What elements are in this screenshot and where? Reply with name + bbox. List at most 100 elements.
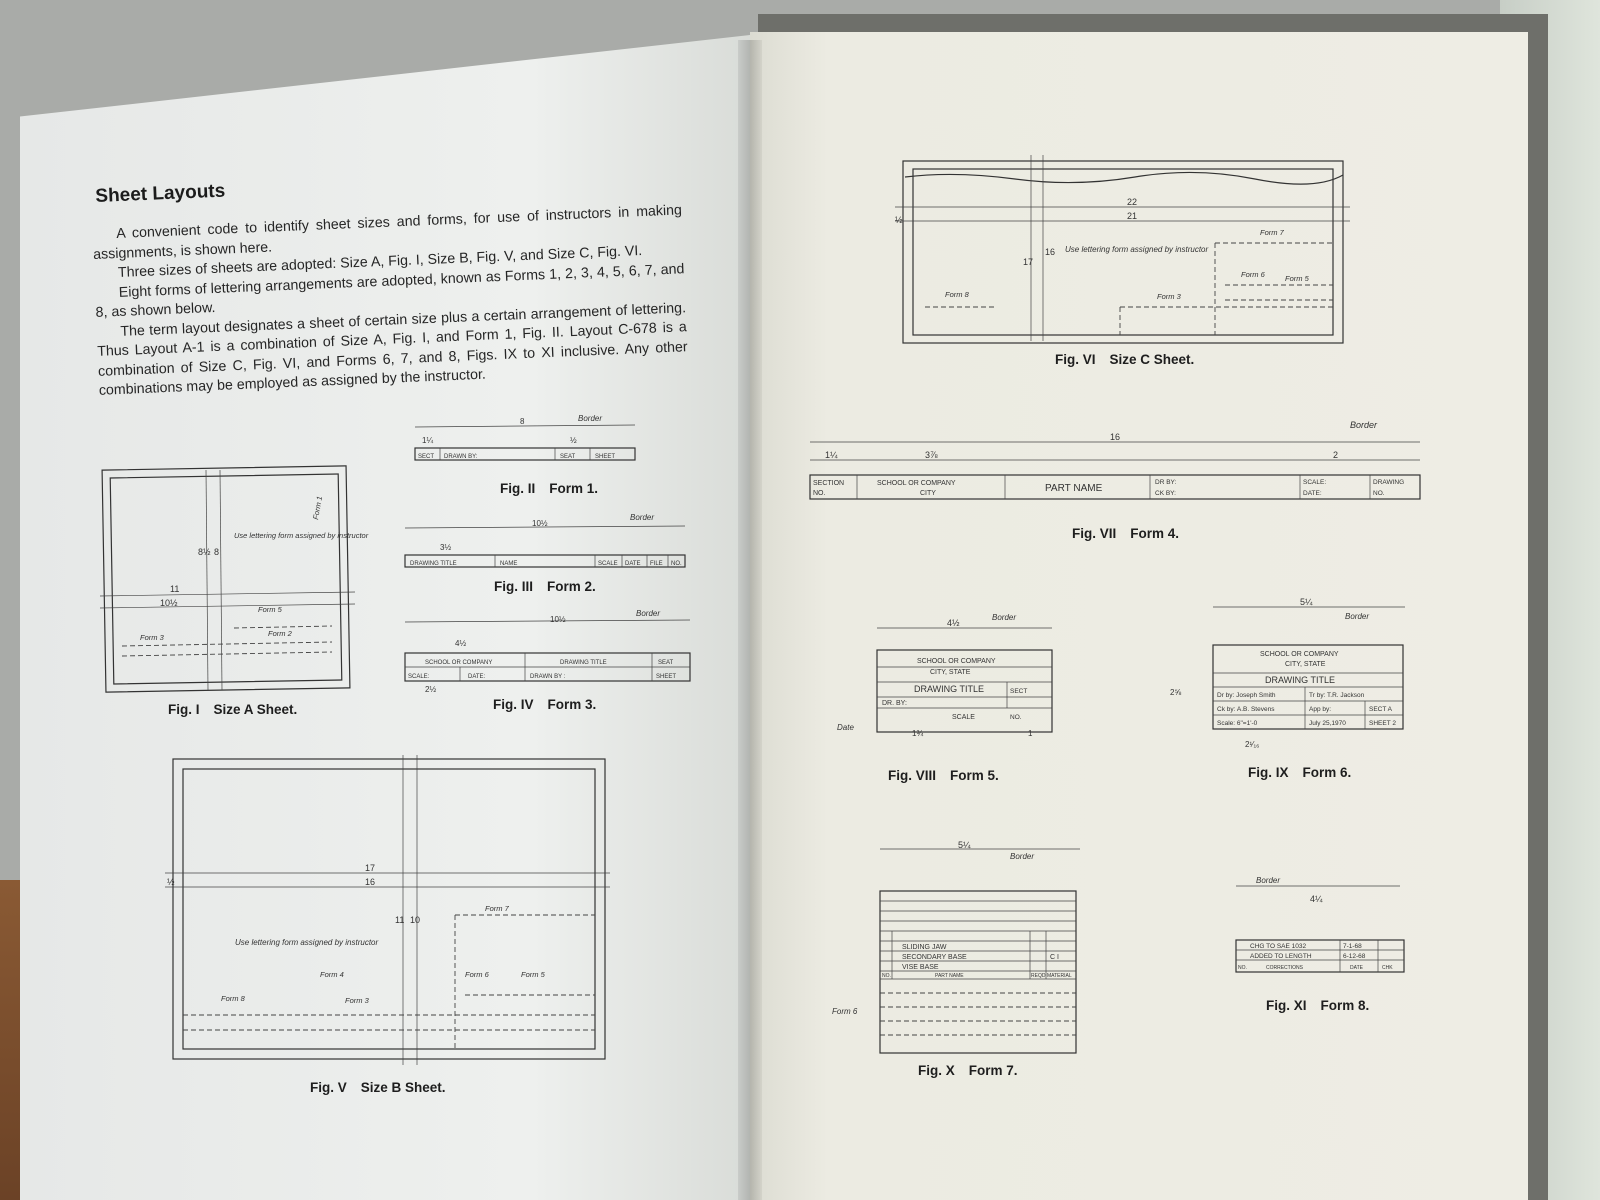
- fig4-scale: SCALE:: [408, 674, 430, 680]
- fig3-border: Border: [630, 513, 654, 522]
- fig7-drawing-no: NO.: [1373, 490, 1385, 497]
- fig4-school: SCHOOL OR COMPANY: [425, 660, 492, 666]
- fig9-dim-2-5-8: 2⅝: [1170, 688, 1181, 697]
- intro-text: A convenient code to identify sheet size…: [92, 201, 689, 401]
- fig10-material: MATERIAL: [1047, 973, 1072, 979]
- fig2-seat: SEAT: [560, 454, 576, 460]
- fig1-form2: Form 2: [268, 629, 293, 638]
- fig6-dim-16: 16: [1045, 247, 1055, 257]
- fig4-title: Form 3.: [547, 697, 597, 712]
- fig9-drawing-title: DRAWING TITLE: [1265, 675, 1335, 685]
- fig9-number: Fig. IX: [1248, 765, 1289, 780]
- fig10-row2: SECONDARY BASE: [902, 954, 967, 961]
- fig7-scale: SCALE:: [1303, 479, 1326, 486]
- fig10-part-name: PART NAME: [935, 973, 964, 979]
- fig9-date: July 25,1970: [1309, 720, 1346, 727]
- fig10-no: NO.: [882, 973, 891, 979]
- fig4-drawing: Border 10½ 4½ 2½ SCHOOL OR COMPANY DRAWI…: [404, 609, 691, 694]
- fig8-date-label: Date: [837, 723, 854, 732]
- fig6-form6: Form 6: [1241, 270, 1266, 279]
- book-gutter: [738, 40, 762, 1200]
- fig9-border: Border: [1345, 612, 1369, 621]
- fig7-dim-1-4: 1¼: [825, 450, 838, 460]
- fig9-drawing: Border 5¼ 2⅝ SCHOOL OR COMPANY CITY, STA…: [1170, 597, 1405, 749]
- fig8-city: CITY, STATE: [930, 669, 971, 676]
- fig1-form3: Form 3: [140, 633, 165, 642]
- fig11-title: Form 8.: [1320, 998, 1370, 1013]
- fig5-note: Use lettering form assigned by instructo…: [235, 938, 379, 947]
- fig4-caption: Fig. IV Form 3.: [493, 697, 596, 712]
- fig10-reqd: REQD: [1031, 973, 1046, 979]
- fig1-dim-8-5: 8½: [198, 547, 211, 557]
- fig2-number: Fig. II: [500, 481, 536, 496]
- fig10-title: Form 7.: [968, 1063, 1018, 1078]
- fig5-drawing: 17 16 11 10 ½ Use lettering form assigne…: [165, 755, 610, 1065]
- fig10-dim-5-1-4: 5¼: [958, 840, 971, 850]
- fig11-row1-date: 6-12-68: [1343, 953, 1366, 960]
- fig4-number: Fig. IV: [493, 697, 534, 712]
- fig10-ci: C I: [1050, 954, 1059, 961]
- fig5-dim-17: 17: [365, 863, 375, 873]
- fig5-title: Size B Sheet.: [360, 1080, 446, 1095]
- fig1-dim-11: 11: [170, 584, 179, 594]
- fig7-no: NO.: [813, 490, 826, 497]
- fig7-school: SCHOOL OR COMPANY: [877, 480, 956, 487]
- fig4-dim-4-5: 4½: [455, 639, 466, 648]
- fig2-dim-1-4: 1¼: [422, 436, 433, 445]
- fig8-school: SCHOOL OR COMPANY: [917, 658, 996, 665]
- fig2-drawn-by: DRAWN BY:: [444, 454, 478, 460]
- fig5-dim-10: 10: [410, 915, 420, 925]
- fig11-date: DATE: [1350, 965, 1364, 971]
- fig11-dim-4-1-4: 4¼: [1310, 894, 1323, 904]
- fig10-row3: SLIDING JAW: [902, 944, 947, 951]
- fig5-form6: Form 6: [465, 970, 490, 979]
- fig11-row2: CHG TO SAE 1032: [1250, 943, 1307, 950]
- fig2-border: Border: [578, 414, 602, 423]
- fig8-border: Border: [992, 613, 1016, 622]
- fig9-dim-2-1-16: 2¹⁄₁₆: [1245, 740, 1259, 749]
- fig8-sect: SECT: [1010, 688, 1027, 695]
- fig1-title: Size A Sheet.: [213, 702, 298, 717]
- fig8-scale: SCALE: [952, 714, 975, 721]
- fig1-form5: Form 5: [258, 605, 283, 614]
- fig4-drawing-title: DRAWING TITLE: [560, 660, 607, 666]
- fig11-row1: ADDED TO LENGTH: [1250, 953, 1312, 960]
- fig11-corrections: CORRECTIONS: [1266, 965, 1304, 971]
- fig11-chk: CHK: [1382, 965, 1393, 971]
- fig9-city: CITY, STATE: [1285, 661, 1326, 668]
- fig1-number: Fig. I: [168, 702, 200, 717]
- fig9-school: SCHOOL OR COMPANY: [1260, 651, 1339, 658]
- fig5-form8: Form 8: [221, 994, 246, 1003]
- fig6-dim-21: 21: [1127, 211, 1137, 221]
- fig7-title: Form 4.: [1130, 526, 1180, 541]
- fig6-dim-17: 17: [1023, 257, 1033, 267]
- fig4-date: DATE:: [468, 674, 486, 680]
- fig5-dim-16: 16: [365, 877, 375, 887]
- fig4-seat: SEAT: [658, 660, 674, 666]
- fig8-drawing-title: DRAWING TITLE: [914, 684, 984, 694]
- fig1-dim-10-5: 10½: [160, 598, 178, 608]
- fig4-drawn-by: DRAWN BY :: [530, 674, 566, 680]
- left-page: [20, 35, 750, 1200]
- fig5-form7: Form 7: [485, 904, 510, 913]
- fig9-sect: SECT A: [1369, 706, 1393, 713]
- fig7-part-name: PART NAME: [1045, 483, 1103, 494]
- fig2-sect: SECT: [418, 454, 434, 460]
- fig9-ck-by: Ck by: A.B. Stevens: [1217, 706, 1275, 713]
- fig5-dim-11: 11: [395, 915, 404, 925]
- fig1-dim-8: 8: [214, 547, 219, 557]
- fig7-section: SECTION: [813, 480, 844, 487]
- fig4-border: Border: [636, 609, 660, 618]
- fig1-drawing: 11 10½ 8½ 8 Use lettering form assigned …: [99, 465, 369, 693]
- fig3-name: NAME: [500, 561, 517, 567]
- fig10-drawing: Border 5¼ SLIDING JAW SECONDARY BASE VIS…: [832, 840, 1080, 1054]
- fig7-dr-by: DR BY:: [1155, 479, 1177, 486]
- fig4-sheet: SHEET: [656, 674, 676, 680]
- fig6-form3: Form 3: [1157, 292, 1182, 301]
- fig9-app-by: App by:: [1309, 706, 1331, 713]
- fig11-row2-date: 7-1-68: [1343, 943, 1362, 950]
- fig11-border: Border: [1256, 876, 1280, 885]
